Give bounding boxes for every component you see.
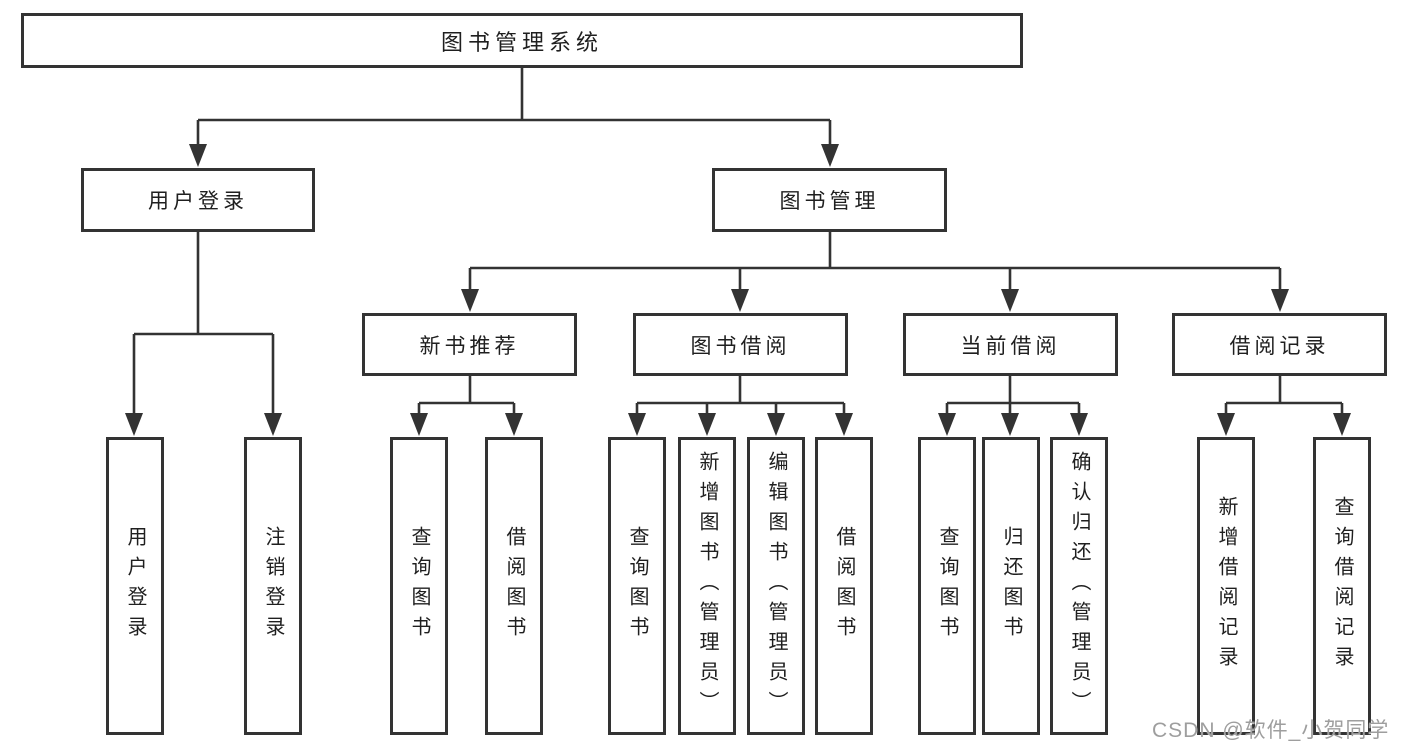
watermark: CSDN @软件_小贺同学 xyxy=(1152,719,1390,742)
node-book-borrow: 图书借阅 xyxy=(633,313,848,376)
node-leaf-query-books-borrow: 查询图书 xyxy=(608,437,666,735)
node-leaf-query-books-current: 查询图书 xyxy=(918,437,976,735)
node-leaf-add-borrow-record: 新增借阅记录 xyxy=(1197,437,1255,735)
node-label: 图书管理系统 xyxy=(440,29,603,55)
node-label: 新增图书（管理员） xyxy=(696,451,718,721)
node-label: 注销登录 xyxy=(262,526,284,646)
node-leaf-borrow-books-borrow: 借阅图书 xyxy=(815,437,873,735)
node-leaf-query-books-recommend: 查询图书 xyxy=(390,437,448,735)
connector-borrow-records-split xyxy=(1217,376,1351,436)
node-label: 确认归还（管理员） xyxy=(1068,451,1090,721)
node-label: 编辑图书（管理员） xyxy=(765,451,787,721)
node-user-login: 用户登录 xyxy=(81,168,315,232)
node-label: 借阅记录 xyxy=(1229,334,1330,358)
node-borrow-records: 借阅记录 xyxy=(1172,313,1387,376)
node-leaf-query-borrow-record: 查询借阅记录 xyxy=(1313,437,1371,735)
node-leaf-add-book-admin: 新增图书（管理员） xyxy=(678,437,736,735)
node-label: 当前借阅 xyxy=(960,334,1061,358)
node-leaf-edit-book-admin: 编辑图书（管理员） xyxy=(747,437,805,735)
node-label: 借阅图书 xyxy=(833,526,855,646)
node-leaf-borrow-books-recommend: 借阅图书 xyxy=(485,437,543,735)
node-label: 图书借阅 xyxy=(690,334,791,358)
connector-user-login-split xyxy=(125,232,282,436)
connector-book-borrow-split xyxy=(628,376,853,436)
connector-new-book-recommend-split xyxy=(410,376,523,436)
node-leaf-return-book: 归还图书 xyxy=(982,437,1040,735)
node-label: 新书推荐 xyxy=(419,334,520,358)
node-leaf-confirm-return-admin: 确认归还（管理员） xyxy=(1050,437,1108,735)
node-label: 查询借阅记录 xyxy=(1331,496,1353,676)
node-label: 新增借阅记录 xyxy=(1215,496,1237,676)
node-label: 图书管理 xyxy=(779,190,880,213)
node-new-book-recommend: 新书推荐 xyxy=(362,313,577,376)
node-system-root: 图书管理系统 xyxy=(21,13,1023,68)
node-label: 用户登录 xyxy=(124,526,146,646)
node-label: 查询图书 xyxy=(936,526,958,646)
node-book-management: 图书管理 xyxy=(712,168,947,232)
node-label: 查询图书 xyxy=(408,526,430,646)
node-leaf-logout: 注销登录 xyxy=(244,437,302,735)
connector-current-borrow-split xyxy=(938,376,1088,436)
node-leaf-user-login: 用户登录 xyxy=(106,437,164,735)
node-current-borrow: 当前借阅 xyxy=(903,313,1118,376)
node-label: 查询图书 xyxy=(626,526,648,646)
node-label: 借阅图书 xyxy=(503,526,525,646)
connector-book-management-split xyxy=(461,232,1289,312)
node-label: 归还图书 xyxy=(1000,526,1022,646)
connector-root-split xyxy=(189,68,839,167)
node-label: 用户登录 xyxy=(148,190,248,213)
